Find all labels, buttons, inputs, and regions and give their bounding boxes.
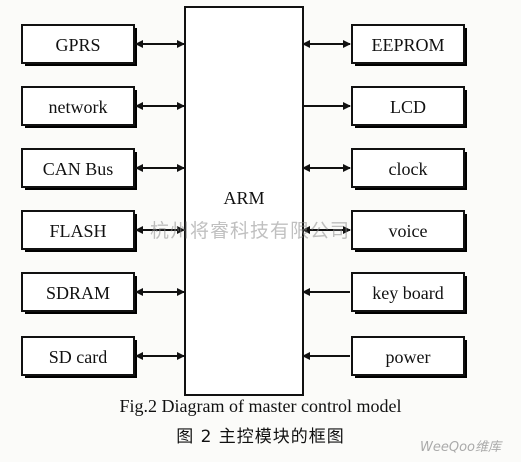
right-modules: EEPROM LCD clock voice key board power — [302, 24, 467, 378]
module-label: CAN Bus — [43, 159, 114, 179]
left-module-gprs: GPRS — [21, 24, 185, 66]
module-label: SDRAM — [46, 283, 110, 303]
module-box — [21, 86, 135, 126]
module-label: EEPROM — [371, 35, 444, 55]
module-label: clock — [389, 159, 428, 179]
module-box — [351, 336, 465, 376]
left-module-network: network — [21, 86, 185, 128]
right-module-eeprom: EEPROM — [302, 24, 467, 66]
module-box — [21, 210, 135, 250]
module-label: power — [386, 347, 431, 367]
module-box — [351, 148, 465, 188]
right-module-key-board: key board — [302, 272, 467, 314]
module-box — [351, 272, 465, 312]
module-label: GPRS — [55, 35, 100, 55]
module-box — [351, 24, 465, 64]
left-module-sdram: SDRAM — [21, 272, 185, 314]
right-module-power: power — [302, 336, 467, 378]
module-box — [21, 148, 135, 188]
module-box — [21, 272, 135, 312]
module-box — [21, 336, 135, 376]
module-label: network — [49, 97, 108, 117]
arm-label: ARM — [223, 188, 264, 208]
figure-caption-chinese: 图 2 主控模块的框图 — [176, 427, 345, 447]
arm-processor-block: ARM — [184, 6, 304, 396]
module-label: key board — [372, 283, 443, 303]
right-module-clock: clock — [302, 148, 467, 190]
module-label: voice — [389, 221, 428, 241]
left-module-can-bus: CAN Bus — [21, 148, 185, 190]
arm-box — [184, 6, 304, 396]
module-box — [351, 86, 465, 126]
right-module-lcd: LCD — [303, 86, 467, 128]
module-label: LCD — [390, 97, 426, 117]
module-label: FLASH — [49, 221, 106, 241]
left-module-sd-card: SD card — [21, 336, 185, 378]
left-module-flash: FLASH — [21, 210, 185, 252]
module-box — [21, 24, 135, 64]
figure-caption-english: Fig.2 Diagram of master control model — [119, 396, 402, 416]
module-box — [351, 210, 465, 250]
right-module-voice: voice — [302, 210, 467, 252]
module-label: SD card — [49, 347, 107, 367]
